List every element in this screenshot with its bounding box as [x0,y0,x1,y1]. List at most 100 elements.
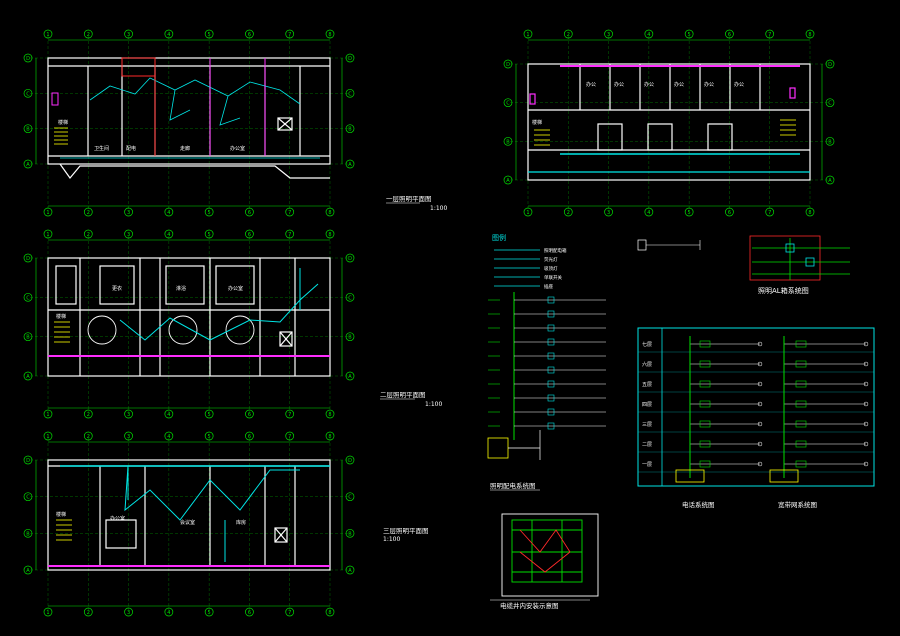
axis-label: 7 [288,210,291,216]
axis-bubble [825,59,835,69]
axis-label: 5 [208,210,211,216]
axis-bubble [23,565,33,575]
axis-label: B [348,127,352,133]
room-label: 办公 [644,81,654,88]
axis-label: 1 [46,32,49,38]
axis-bubble [164,431,174,441]
room-label: 办公 [586,81,596,88]
legend-item-label: 荧光灯 [544,256,558,263]
axis-label: A [348,568,352,574]
legend-item-label: 插座 [544,283,553,290]
axis-label: 4 [167,32,170,38]
axis-bubble [245,29,254,39]
axis-label: 2 [87,210,90,216]
axis-label: 8 [328,210,331,216]
axis-label: 1 [46,232,49,238]
axis-label: 4 [647,32,650,38]
axis-bubble [563,29,573,39]
plan-4-room-labels: 办公办公办公办公办公办公楼梯 [532,81,744,126]
axis-bubble [204,431,214,441]
axis-bubble [23,492,33,502]
axis-label: 2 [567,210,570,216]
axis-bubble [684,207,694,217]
axis-label: 2 [87,434,90,440]
room-label: 楼梯 [56,313,66,320]
axis-bubble [204,29,214,39]
axis-bubble [43,207,53,217]
axis-label: 3 [607,210,610,216]
room-label: 楼梯 [58,119,68,126]
axis-bubble [825,136,835,146]
axis-label: D [506,62,510,68]
axis-bubble [285,607,295,617]
plan-4-walls [527,63,811,181]
plan-1-walls [47,57,331,179]
plan-3-scale: 1:100 [383,536,400,543]
axis-bubble [204,607,214,617]
axis-bubble [43,229,53,239]
axis-label: 3 [607,32,610,38]
axis-bubble [83,431,93,441]
axis-label: C [348,295,352,301]
axis-label: 6 [728,32,731,38]
axis-label: 8 [328,232,331,238]
axis-bubble [285,29,295,39]
axis-bubble [23,332,33,342]
axis-label: 2 [87,32,90,38]
axis-label: 5 [208,434,211,440]
plan-2-scale: 1:100 [425,401,442,408]
axis-bubble [503,98,513,108]
axis-bubble [23,253,33,263]
axis-label: 5 [208,32,211,38]
axis-label: 2 [567,32,570,38]
axis-label: 3 [127,412,130,418]
axis-label: B [828,139,832,145]
axis-label: 8 [808,32,811,38]
axis-label: A [506,178,510,184]
axis-label: 7 [288,232,291,238]
room-label: 配电 [126,145,136,152]
axis-bubble [604,29,613,39]
axis-bubble [43,431,53,441]
axis-bubble [23,455,33,465]
axis-label: 2 [87,232,90,238]
room-label: 办公 [614,81,624,88]
plan-2-title: 二层照明平面图 [380,391,426,399]
plan-1-scale: 1:100 [430,205,447,212]
axis-label: D [348,256,352,262]
axis-label: B [26,531,30,537]
axis-label: 2 [87,610,90,616]
axis-label: 4 [167,210,170,216]
axis-bubble [805,29,815,39]
axis-label: C [828,101,832,107]
room-label: 楼梯 [56,511,66,518]
axis-bubble [644,29,654,39]
axis-label: 5 [208,412,211,418]
room-label: 走廊 [180,145,190,152]
axis-label: 7 [768,32,771,38]
axis-bubble [285,431,295,441]
al-box-diagram: 照明AL箱系统图 [637,235,850,295]
axis-bubble [563,207,573,217]
axis-bubble [523,207,533,217]
room-label: 淋浴 [176,285,186,292]
axis-bubble [325,207,335,217]
axis-bubble [83,207,93,217]
axis-label: D [348,56,352,62]
plan-3-wiring [48,465,330,567]
axis-label: 4 [167,434,170,440]
distribution-system-diagram: 照明配电系统图 [487,292,606,491]
axis-bubble [725,29,734,39]
axis-label: 7 [288,412,291,418]
plan-4-stair [534,119,796,146]
plan-2-stair [54,321,70,343]
axis-bubble [805,207,815,217]
axis-bubble [245,431,254,441]
axis-bubble [23,124,33,134]
axis-label: 4 [167,610,170,616]
